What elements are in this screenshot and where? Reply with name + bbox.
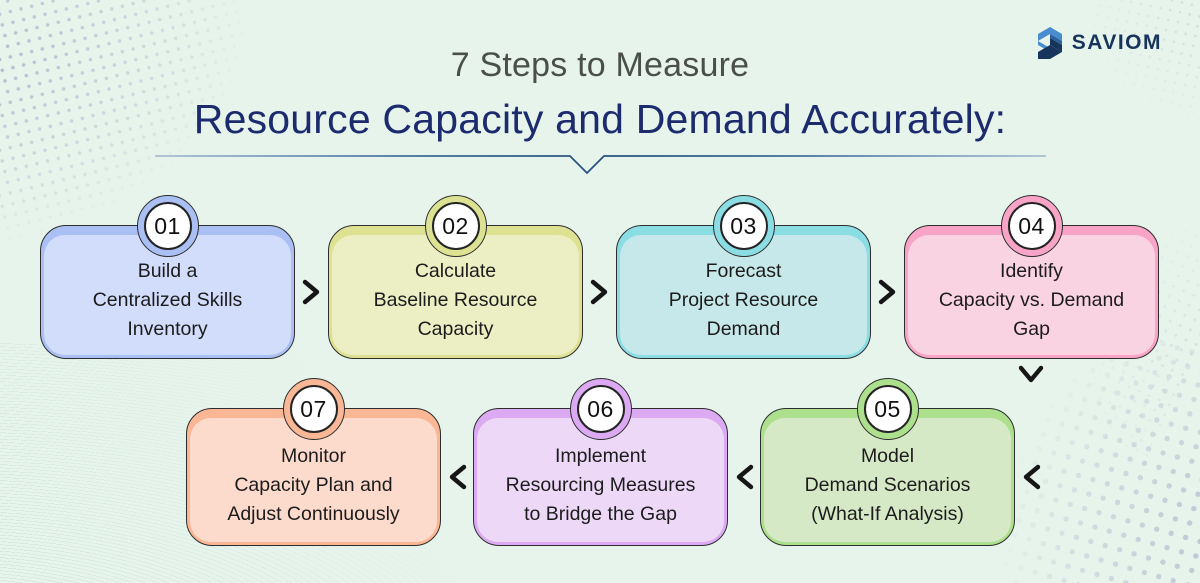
step-text-line: (What-If Analysis) (811, 502, 964, 525)
step-title: Calculate Baseline Resource Capacity (374, 247, 538, 344)
arrow-right-icon (590, 279, 608, 305)
step-text-line: Forecast (705, 259, 782, 282)
step-text-line: Capacity Plan and (234, 473, 393, 496)
step-title: Monitor Capacity Plan and Adjust Continu… (227, 432, 399, 529)
step-title: Model Demand Scenarios (What-If Analysis… (805, 432, 971, 529)
step-title: Build a Centralized Skills Inventory (93, 247, 243, 344)
step-number-badge: 07 (289, 385, 338, 433)
step-text-line: Centralized Skills (92, 288, 243, 311)
step-number-badge: 01 (143, 202, 192, 250)
step-text-line: Project Resource (668, 288, 819, 311)
step-text-line: Implement (554, 444, 647, 467)
step-card-07: Monitor Capacity Plan and Adjust Continu… (186, 378, 441, 546)
step-number-badge: 05 (863, 385, 912, 433)
arrow-left-icon (1023, 464, 1041, 490)
step-text-line: Identify (1000, 259, 1063, 282)
step-text-line: Calculate (414, 259, 497, 282)
step-title: Identify Capacity vs. Demand Gap (939, 247, 1124, 344)
saviom-logo-text: SAVIOM (1071, 31, 1162, 54)
arrow-left-icon (449, 464, 467, 490)
saviom-s-icon (1037, 27, 1062, 59)
step-number-badge: 02 (431, 202, 480, 250)
arrow-right-icon (878, 279, 896, 305)
arrow-down-icon (1018, 365, 1044, 383)
arrow-left-icon (736, 464, 754, 490)
step-card-03: Forecast Project Resource Demand 03 (616, 195, 871, 359)
step-card-body: Build a Centralized Skills Inventory (44, 235, 291, 355)
step-number-badge: 03 (719, 202, 768, 250)
arrow-right-icon (302, 279, 320, 305)
page-title-line-2: Resource Capacity and Demand Accurately: (193, 96, 1007, 142)
step-text-line: Resourcing Measures (505, 473, 696, 496)
step-card-05: Model Demand Scenarios (What-If Analysis… (760, 378, 1015, 546)
step-text-line: Demand Scenarios (804, 473, 971, 496)
step-text-line: Capacity vs. Demand (938, 288, 1125, 311)
saviom-logo: SAVIOM (1037, 26, 1162, 60)
step-card-04: Identify Capacity vs. Demand Gap 04 (904, 195, 1159, 359)
step-card-01: Build a Centralized Skills Inventory 01 (40, 195, 295, 359)
step-text-line: Monitor (280, 444, 346, 467)
step-card-06: Implement Resourcing Measures to Bridge … (473, 378, 728, 546)
step-text-line: Gap (1013, 317, 1050, 340)
step-text-line: Inventory (127, 317, 208, 340)
step-card-02: Calculate Baseline Resource Capacity 02 (328, 195, 583, 359)
step-text-line: Capacity (417, 317, 494, 340)
step-text-line: Baseline Resource (373, 288, 538, 311)
step-title: Forecast Project Resource Demand (669, 247, 819, 344)
step-text-line: Build a (137, 259, 198, 282)
step-title: Implement Resourcing Measures to Bridge … (506, 432, 696, 529)
step-number-badge: 06 (576, 385, 625, 433)
page-title-line-1: 7 Steps to Measure (450, 46, 750, 84)
step-text-line: Model (860, 444, 915, 467)
step-number-badge: 04 (1007, 202, 1056, 250)
step-text-line: to Bridge the Gap (524, 502, 677, 525)
step-text-line: Adjust Continuously (227, 502, 400, 525)
step-text-line: Demand (706, 317, 781, 340)
title-underline-decoration (155, 155, 1046, 175)
